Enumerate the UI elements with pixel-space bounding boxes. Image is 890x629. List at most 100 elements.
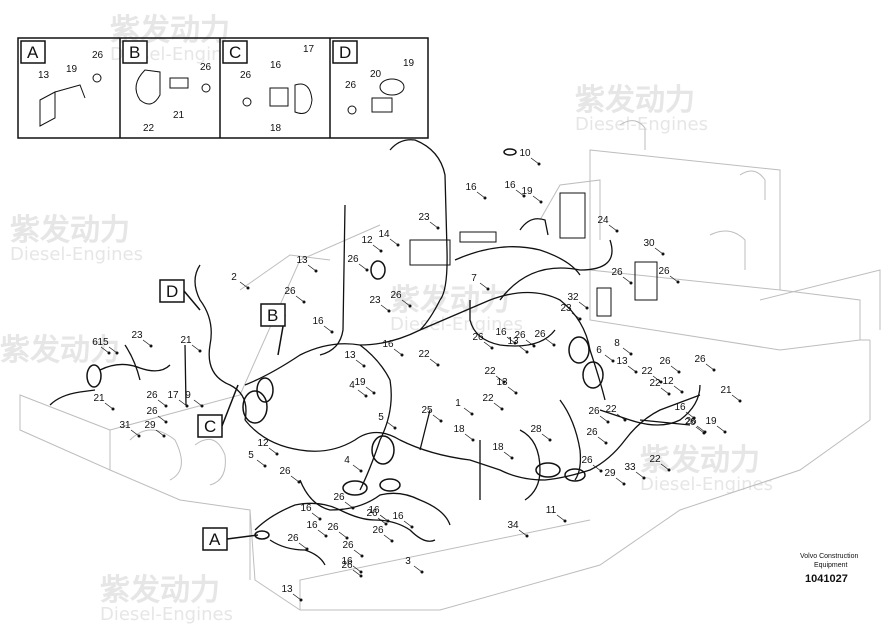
callout-label: 34: [507, 520, 519, 531]
callout-label: 26: [658, 266, 670, 277]
leader-dot: [436, 226, 440, 230]
callout-label: 26: [372, 525, 384, 536]
callout: 16: [368, 505, 390, 523]
callout: 3: [405, 556, 424, 574]
callout: 26: [372, 525, 394, 543]
callout-label: 22: [482, 393, 494, 404]
callout: 13: [344, 350, 366, 368]
leader-line: [298, 542, 308, 550]
callout-label: 29: [144, 420, 156, 431]
leader-line: [317, 529, 327, 537]
callout-label: 12: [662, 376, 674, 387]
callout-label: 19: [705, 416, 717, 427]
machine-frame: [19, 120, 881, 611]
callout-label: 16: [392, 511, 404, 522]
pointer-box-c[interactable]: C: [197, 384, 239, 438]
leader-dot: [137, 434, 141, 438]
callout-label: 26: [514, 330, 526, 341]
leader-dot: [615, 229, 619, 233]
leader-dot: [510, 456, 514, 460]
pointer-box-d[interactable]: D: [159, 279, 201, 311]
callout-label: 26: [694, 354, 706, 365]
callout-label: 23: [418, 212, 430, 223]
watermark-brand: 紫发动力: [100, 573, 220, 608]
callout: 16: [504, 180, 526, 198]
detail-view-c[interactable]: C 17 26 16 18: [222, 40, 315, 134]
leader-dot: [532, 344, 536, 348]
callout-label: 16: [270, 60, 282, 71]
callout: 26: [514, 330, 536, 348]
leader-dot: [537, 162, 541, 166]
callout-label: 11: [546, 505, 557, 516]
callout: 16: [674, 402, 696, 420]
pointer-box-b[interactable]: B: [260, 303, 286, 356]
leader-dot: [200, 404, 204, 408]
leader-dot: [384, 522, 388, 526]
watermark-brand: 紫发动力: [390, 283, 510, 318]
callout: 26: [146, 406, 168, 424]
leader-line: [338, 531, 348, 539]
callout: 29: [144, 420, 166, 438]
callout-label: 23: [131, 330, 143, 341]
leader-dot: [436, 363, 440, 367]
leader-dot: [390, 539, 394, 543]
leader-dot: [107, 351, 111, 355]
callout-label: 26: [588, 406, 600, 417]
credit-line-2: Equipment: [814, 562, 848, 569]
callout-label: 10: [519, 148, 531, 159]
pointer-leader: [221, 384, 239, 427]
leader-dot: [483, 196, 487, 200]
callout: 26: [534, 329, 556, 347]
leader-line: [383, 534, 393, 542]
pointer-box-a[interactable]: A: [202, 527, 259, 551]
leader-dot: [525, 350, 529, 354]
callout-label: 26: [390, 290, 402, 301]
leader-dot: [585, 306, 589, 310]
callout-label: 12: [257, 438, 269, 449]
detail-view-a[interactable]: A 13 19 26: [20, 40, 104, 127]
callout: 22: [482, 393, 504, 411]
callout: 26: [684, 417, 706, 435]
leader-dot: [470, 412, 474, 416]
callout-label: 32: [567, 292, 579, 303]
callout: 26: [333, 492, 355, 510]
document-number: 1041027: [805, 573, 848, 585]
leader-line: [464, 433, 474, 441]
callout-label: 16: [465, 182, 477, 193]
callout: 26: [146, 390, 168, 408]
callout: 6: [92, 337, 111, 355]
callout-label: 28: [530, 424, 542, 435]
leader-dot: [246, 286, 250, 290]
callout: 12: [257, 438, 279, 456]
pointer-boxes: A B C D: [159, 279, 286, 551]
callout: 26: [287, 533, 309, 551]
detail-view-b[interactable]: B 26 22 21: [122, 40, 212, 134]
callout: 30: [643, 238, 665, 256]
leader-line: [268, 447, 278, 455]
leader-line: [476, 191, 486, 199]
leader-dot: [330, 330, 334, 334]
callout: 22: [484, 366, 506, 384]
callout: 17: [167, 390, 189, 408]
detail-view-d[interactable]: D 20 26 19: [332, 40, 415, 115]
leader-line: [352, 464, 362, 472]
callout-label: 21: [93, 393, 105, 404]
callout: 26: [366, 508, 388, 526]
leader-line: [178, 399, 188, 407]
callout-label: 23: [560, 303, 572, 314]
leader-line: [608, 224, 618, 232]
callout-label: 4: [349, 380, 355, 391]
leader-dot: [115, 351, 119, 355]
callout: 23: [369, 295, 391, 313]
callout: 6: [596, 345, 615, 363]
leader-line: [355, 359, 365, 367]
callout-label: 26: [684, 417, 696, 428]
pointer-letter: C: [204, 417, 216, 436]
leader-dot: [525, 534, 529, 538]
callout-label: 19: [403, 58, 415, 69]
callout-label: 17: [167, 390, 179, 401]
callout: 26: [279, 466, 301, 484]
watermark-layer: 紫发动力 Diesel-Engines 紫发动力 Diesel-Engines …: [0, 13, 773, 625]
callout-label: 8: [614, 338, 620, 349]
leader-dot: [723, 430, 727, 434]
